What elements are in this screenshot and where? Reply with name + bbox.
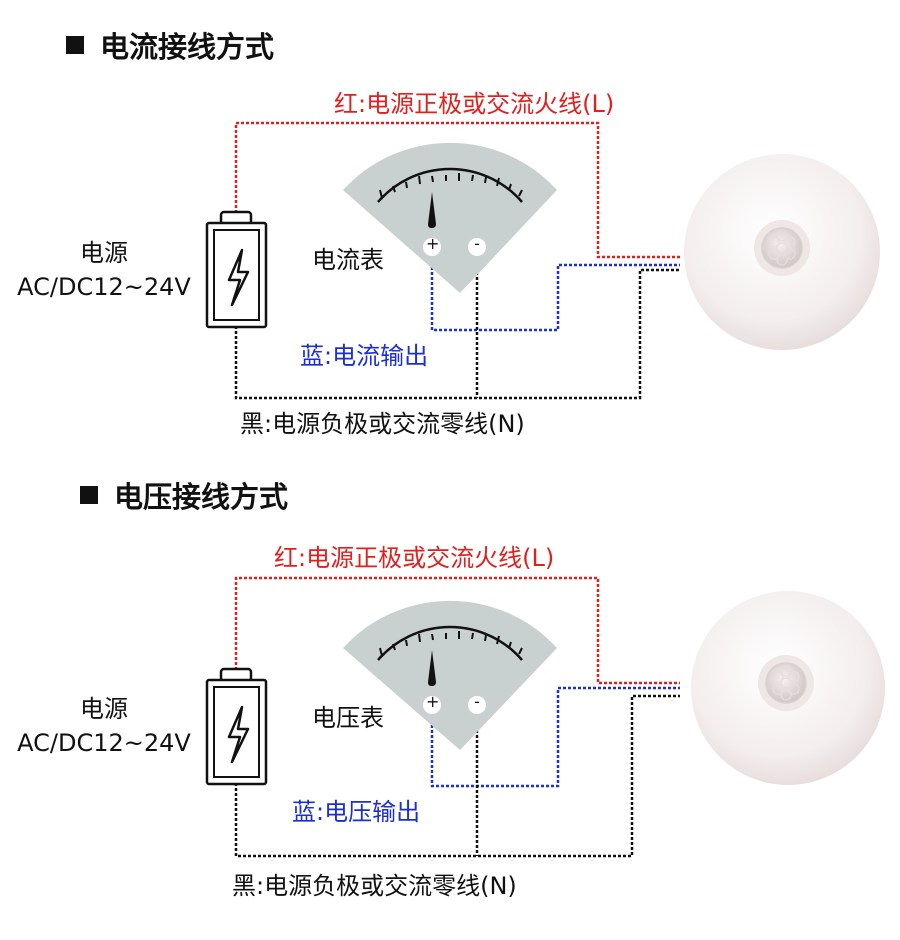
minus-terminal-label: - [474, 234, 480, 253]
section-title: 电压接线方式 [80, 474, 288, 516]
plus-terminal-label: + [426, 692, 440, 711]
meter-label: 电流表 [312, 246, 384, 274]
black-wire [234, 694, 680, 858]
section-title-text: 电压接线方式 [114, 480, 289, 514]
blue-wire-label: 蓝:电流输出 [300, 342, 429, 370]
source-name: 电源 [80, 695, 128, 723]
blue-wire [430, 686, 680, 788]
source-name: 电源 [80, 239, 128, 267]
meter-icon [343, 600, 557, 750]
square-bullet-icon [66, 36, 84, 54]
source-spec: AC/DC12~24V [17, 273, 191, 301]
blue-wire [430, 252, 680, 332]
section-title-text: 电流接线方式 [100, 30, 275, 64]
red-wire [234, 576, 680, 685]
black-wire [234, 252, 680, 400]
power-source-label: 电源 AC/DC12~24V [10, 692, 198, 760]
power-source-label: 电源 AC/DC12~24V [10, 236, 198, 304]
plus-terminal-label: + [426, 234, 440, 253]
meter-label: 电压表 [312, 704, 384, 732]
battery-icon [205, 210, 268, 329]
minus-terminal-label: - [474, 692, 480, 711]
red-wire [234, 121, 680, 259]
section-title: 电流接线方式 [66, 24, 274, 66]
battery-icon [205, 667, 268, 786]
diagram-voltage [205, 576, 885, 858]
black-wire-label: 黑:电源负极或交流零线(N) [232, 872, 517, 900]
pir-sensor-icon [691, 591, 885, 785]
red-wire-label: 红:电源正极或交流火线(L) [274, 544, 555, 572]
meter-icon [343, 142, 557, 293]
source-spec: AC/DC12~24V [17, 729, 191, 757]
red-wire-label: 红:电源正极或交流火线(L) [334, 90, 615, 118]
black-wire-label: 黑:电源负极或交流零线(N) [240, 410, 525, 438]
square-bullet-icon [80, 486, 98, 504]
pir-sensor-icon [684, 154, 880, 350]
diagram-current [205, 121, 880, 400]
blue-wire-label: 蓝:电压输出 [292, 798, 421, 826]
